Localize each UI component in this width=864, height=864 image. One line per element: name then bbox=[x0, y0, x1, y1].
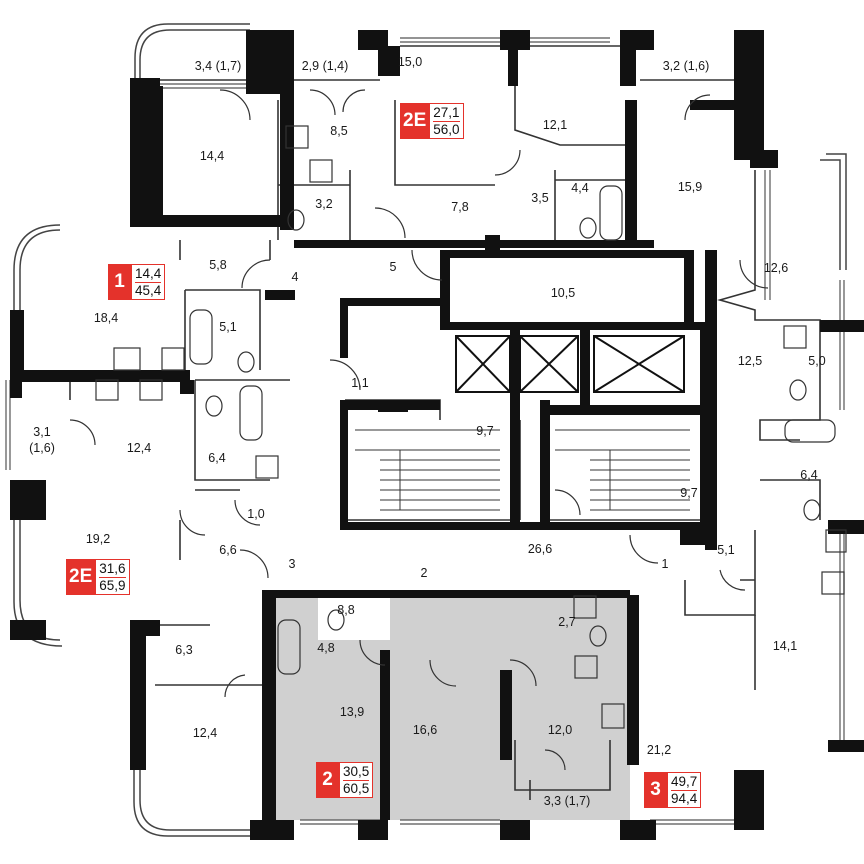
room-area: 6,6 bbox=[219, 542, 237, 557]
room-area: 3,1 bbox=[33, 424, 51, 439]
room-area: 12,6 bbox=[763, 260, 789, 275]
apartment-type: 2E bbox=[66, 559, 96, 595]
living-area: 31,6 bbox=[99, 560, 126, 576]
room-area: 6,4 bbox=[800, 467, 818, 482]
living-area: 27,1 bbox=[433, 104, 460, 120]
room-area: 3,5 bbox=[531, 190, 549, 205]
room-area: 12,1 bbox=[542, 117, 568, 132]
apartment-badge[interactable]: 2E 27,1 56,0 bbox=[400, 103, 464, 139]
room-area: 5,1 bbox=[717, 542, 735, 557]
room-area: 15,0 bbox=[397, 54, 423, 69]
apartment-badge[interactable]: 2 30,5 60,5 bbox=[316, 762, 374, 798]
room-area: 5,8 bbox=[209, 257, 227, 272]
hall-number: 2 bbox=[420, 565, 428, 580]
room-area: 14,4 bbox=[199, 148, 225, 163]
room-area: 2,7 bbox=[558, 614, 576, 629]
room-area: 5,1 bbox=[219, 319, 237, 334]
living-area: 14,4 bbox=[135, 265, 162, 281]
room-area: 12,4 bbox=[126, 440, 152, 455]
total-area: 94,4 bbox=[671, 789, 698, 806]
room-area: 8,8 bbox=[337, 602, 355, 617]
hall-number: 3 bbox=[288, 556, 296, 571]
apartment-badge[interactable]: 3 49,7 94,4 bbox=[644, 772, 702, 808]
apartment-type: 3 bbox=[644, 772, 667, 808]
apartment-type: 2E bbox=[400, 103, 430, 139]
room-area: (1,6) bbox=[29, 440, 55, 455]
total-area: 65,9 bbox=[99, 576, 126, 593]
room-area: 19,2 bbox=[85, 531, 111, 546]
door-swings bbox=[69, 89, 769, 771]
room-area: 3,2 bbox=[315, 196, 333, 211]
room-area: 8,5 bbox=[330, 123, 348, 138]
room-area: 4,8 bbox=[317, 640, 335, 655]
room-area: 12,4 bbox=[192, 725, 218, 740]
total-area: 45,4 bbox=[135, 281, 162, 298]
room-area: 3,4 (1,7) bbox=[194, 58, 242, 73]
apartment-type: 1 bbox=[108, 264, 131, 300]
apartment-badge[interactable]: 1 14,4 45,4 bbox=[108, 264, 166, 300]
room-area: 15,9 bbox=[677, 179, 703, 194]
hall-number: 5 bbox=[389, 259, 397, 274]
room-area: 18,4 bbox=[93, 310, 119, 325]
room-area: 5,0 bbox=[808, 353, 826, 368]
room-area: 6,3 bbox=[175, 642, 193, 657]
room-area: 13,9 bbox=[339, 704, 365, 719]
apartment-type: 2 bbox=[316, 762, 339, 798]
room-area: 6,4 bbox=[208, 450, 226, 465]
living-area: 30,5 bbox=[343, 763, 370, 779]
hall-number: 4 bbox=[291, 269, 299, 284]
room-area: 9,7 bbox=[476, 423, 494, 438]
room-area: 2,9 (1,4) bbox=[301, 58, 349, 73]
room-area: 9,7 bbox=[680, 485, 698, 500]
room-area: 26,6 bbox=[527, 541, 553, 556]
room-area: 12,5 bbox=[737, 353, 763, 368]
stairs bbox=[355, 429, 690, 511]
room-area: 12,0 bbox=[547, 722, 573, 737]
total-area: 56,0 bbox=[433, 120, 460, 137]
hall-number: 1 bbox=[661, 556, 669, 571]
room-area: 1,1 bbox=[351, 375, 369, 390]
room-area: 21,2 bbox=[646, 742, 672, 757]
living-area: 49,7 bbox=[671, 773, 698, 789]
walls bbox=[10, 30, 864, 840]
room-area: 3,2 (1,6) bbox=[662, 58, 710, 73]
fixtures bbox=[95, 125, 847, 729]
total-area: 60,5 bbox=[343, 779, 370, 796]
room-area: 4,4 bbox=[571, 180, 589, 195]
hall-notch bbox=[318, 596, 390, 640]
elevators bbox=[455, 335, 685, 393]
room-area: 1,0 bbox=[247, 506, 265, 521]
room-area: 10,5 bbox=[550, 285, 576, 300]
room-area: 3,3 (1,7) bbox=[543, 793, 591, 808]
apartment-badge[interactable]: 2E 31,6 65,9 bbox=[66, 559, 130, 595]
room-area: 7,8 bbox=[451, 199, 469, 214]
room-area: 16,6 bbox=[412, 722, 438, 737]
room-area: 14,1 bbox=[772, 638, 798, 653]
